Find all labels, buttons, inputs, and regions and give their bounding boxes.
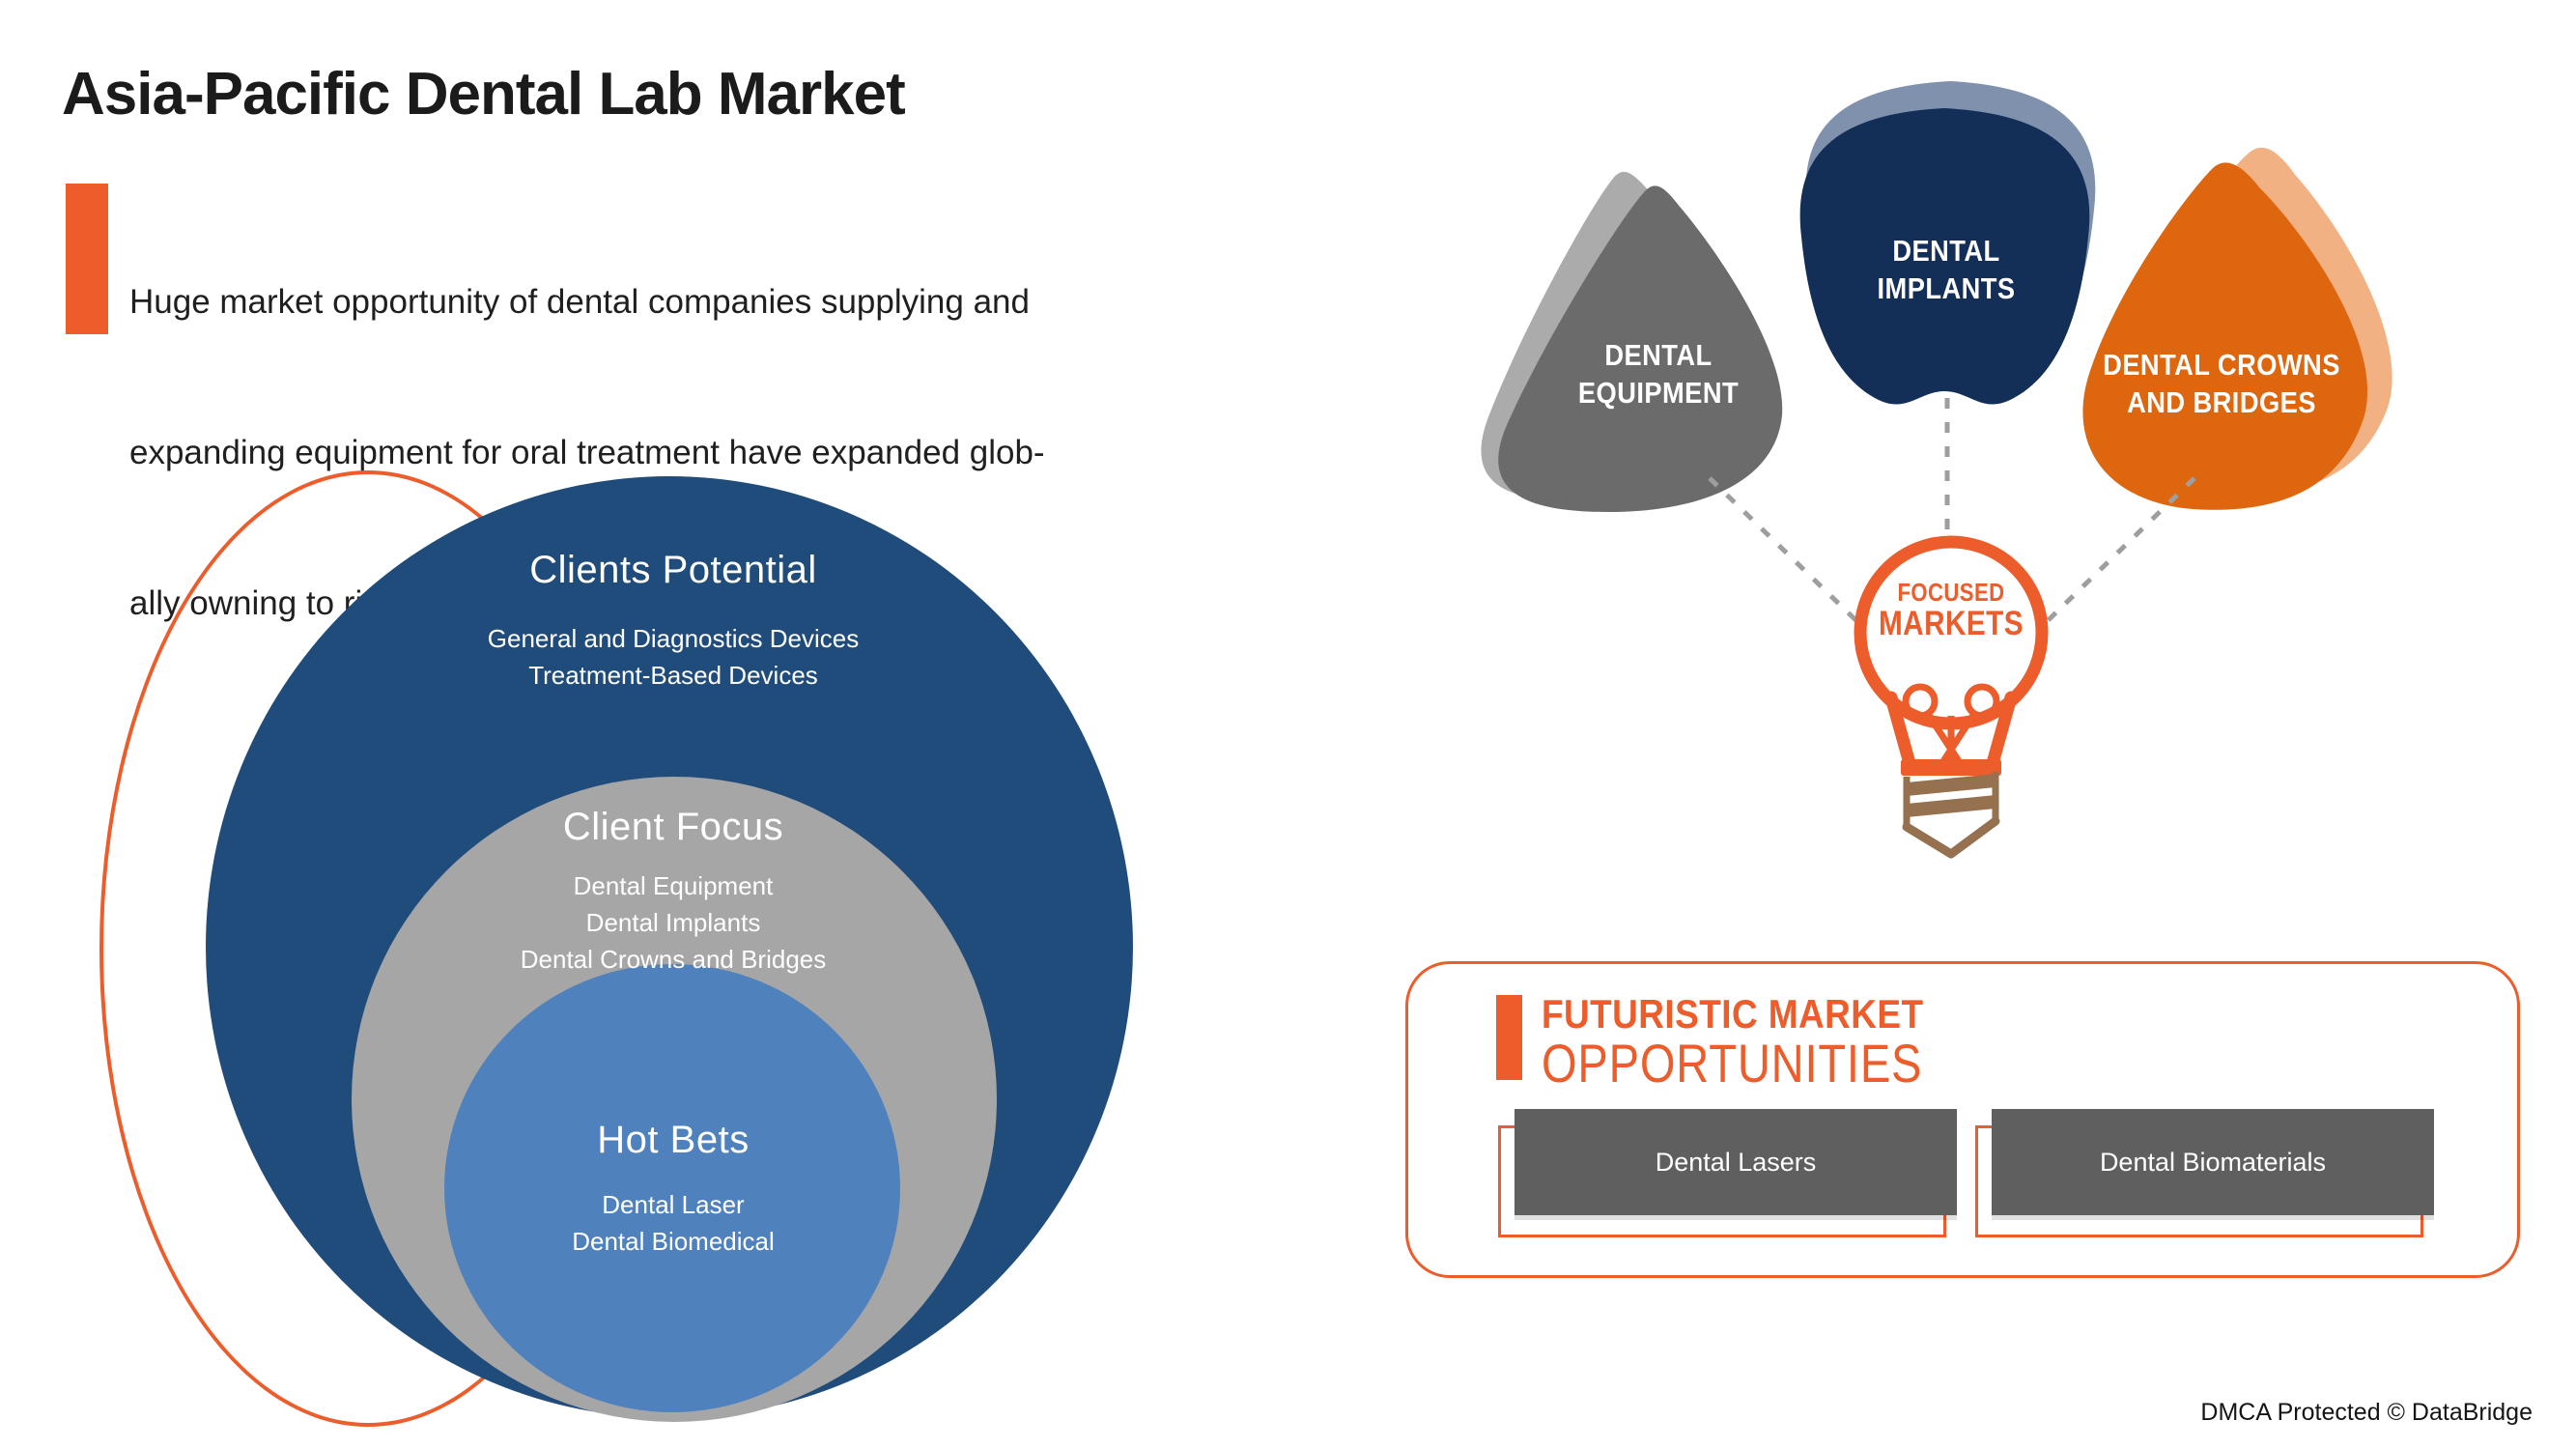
lightbulb-icon [1854, 535, 2049, 859]
label-line: DENTAL [1892, 234, 2000, 268]
dashed-connector-right [2026, 476, 2196, 641]
label-line: AND BRIDGES [2127, 385, 2316, 419]
venn-item: General and Diagnostics Devices [487, 624, 860, 653]
dental-implants-label: DENTAL IMPLANTS [1819, 232, 2074, 307]
filament-loop-left [1902, 683, 1939, 720]
venn-item: Dental Crowns and Bridges [520, 945, 827, 974]
tooth-shape-dental-implants [1799, 108, 2090, 405]
opportunities-accent-bar [1496, 995, 1522, 1080]
client-focus-title: Client Focus [562, 806, 784, 848]
hot-bets-circle [444, 964, 900, 1412]
venn-item: Treatment-Based Devices [528, 661, 818, 690]
tooth-shape-dental-equipment [1498, 185, 1783, 512]
bulb-base [1902, 772, 2000, 859]
client-focus-items: Dental Equipment Dental Implants Dental … [335, 867, 1011, 978]
label-line: EQUIPMENT [1577, 376, 1740, 410]
venn-item: Dental Implants [585, 908, 761, 937]
dental-crowns-label: DENTAL CROWNS AND BRIDGES [2085, 346, 2358, 421]
dental-equipment-label: DENTAL EQUIPMENT [1531, 336, 1786, 412]
hot-bets-title: Hot Bets [597, 1119, 750, 1161]
page-title: Asia-Pacific Dental Lab Market [62, 61, 906, 128]
venn-item: Dental Biomedical [572, 1227, 775, 1256]
opportunity-item-dental-biomaterials: Dental Biomaterials [1992, 1109, 2434, 1215]
dmca-notice: DMCA Protected © DataBridge [2200, 1399, 2533, 1426]
intro-line-2: expanding equipment for oral treatment h… [129, 434, 1045, 471]
label-line: IMPLANTS [1877, 271, 2016, 305]
clients-potential-items: General and Diagnostics Devices Treatmen… [335, 620, 1011, 694]
opportunities-heading-line2: OPPORTUNITIES [1542, 1033, 1923, 1094]
focused-markets-graphic [1481, 81, 2392, 859]
dashed-connector-left [1708, 476, 1878, 641]
venn-item: Dental Equipment [573, 871, 774, 900]
opportunities-heading-line1: FUTURISTIC MARKET [1542, 991, 1924, 1037]
hot-bets-items: Dental Laser Dental Biomedical [335, 1186, 1011, 1260]
intro-line-1: Huge market opportunity of dental compan… [129, 283, 1030, 321]
label-line: DENTAL CROWNS [2103, 348, 2340, 382]
filament-loop-right [1964, 683, 2000, 720]
label-line: DENTAL [1604, 338, 1713, 372]
focused-markets-label-2: MARKETS [1878, 605, 2024, 642]
opportunity-item-dental-lasers: Dental Lasers [1514, 1109, 1957, 1215]
tooth-shape-dental-crowns [2082, 162, 2368, 510]
venn-item: Dental Laser [602, 1190, 745, 1219]
accent-bar [66, 184, 108, 334]
focused-markets-label-1: FOCUSED [1897, 578, 2005, 607]
clients-potential-title: Clients Potential [529, 549, 817, 591]
